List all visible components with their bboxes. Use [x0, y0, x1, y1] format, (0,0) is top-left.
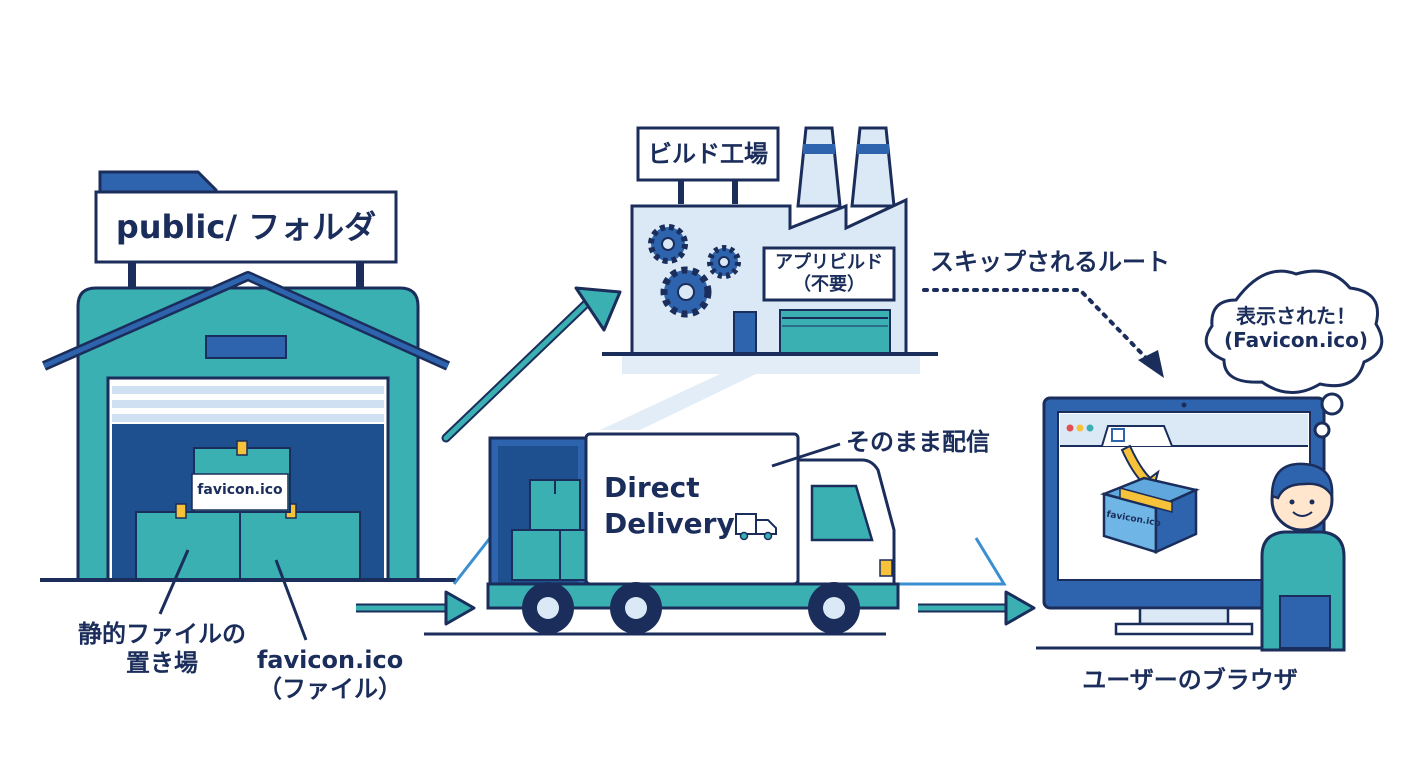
gear-icon	[648, 224, 688, 264]
window-minimize-icon	[1076, 424, 1084, 432]
factory-panel-line1: アプリビルド	[775, 252, 883, 273]
factory-sign-board	[636, 126, 780, 182]
thought-bubble	[1204, 269, 1384, 439]
direct-delivery-text: Direct Delivery	[604, 470, 735, 543]
window-maximize-icon	[1086, 424, 1094, 432]
favicon-box-label: favicon.ico	[197, 482, 283, 498]
chimney	[850, 126, 896, 208]
favicon-box-label-bg	[191, 473, 289, 511]
warehouse-sign: public/ フォルダ	[115, 208, 377, 246]
truck-window	[810, 484, 874, 542]
factory-sign: ビルド工場	[648, 140, 768, 168]
direct-delivery-callout: そのまま配信	[846, 428, 990, 456]
warehouse-vent	[205, 335, 287, 359]
chimney	[796, 126, 842, 208]
person-hair	[1270, 462, 1334, 501]
mini-truck-icon	[735, 513, 777, 541]
factory-panel	[762, 246, 896, 302]
thought-bubble-cloud	[1204, 269, 1384, 394]
user-person	[1260, 462, 1346, 652]
box	[135, 511, 241, 581]
sign-post	[128, 262, 136, 288]
favicon-file-caption: favicon.ico （ファイル）	[250, 646, 410, 704]
favicon-tab-icon	[1111, 428, 1125, 442]
arrow-head-icon	[574, 286, 622, 332]
callout-line	[771, 442, 841, 468]
gear-icon	[660, 266, 712, 318]
factory-panel-line2: （不要）	[793, 273, 865, 295]
factory-panel-text: アプリビルド （不要）	[764, 252, 894, 295]
monitor-base	[1114, 622, 1254, 636]
arrow-head-icon	[444, 590, 476, 626]
direct-delivery-line1: Direct	[604, 471, 700, 504]
pointer-line	[274, 559, 308, 641]
gear-icon	[707, 245, 741, 279]
direct-delivery-line2: Delivery	[604, 507, 735, 541]
factory-shutter	[779, 309, 891, 355]
favicon-file-caption-line2: （ファイル）	[258, 674, 402, 703]
browser-caption: ユーザーのブラウザ	[1082, 666, 1298, 694]
window-close-icon	[1066, 424, 1074, 432]
monitor	[1036, 396, 1344, 650]
warehouse	[40, 170, 456, 641]
arrow-head-icon	[1004, 590, 1036, 626]
static-files-caption: 静的ファイルの 置き場	[62, 620, 262, 678]
truck	[424, 432, 900, 636]
arrow-to-factory	[443, 297, 593, 441]
flow-arrows	[356, 286, 1164, 626]
box	[239, 511, 361, 581]
static-files-caption-line2: 置き場	[126, 648, 198, 677]
factory	[600, 126, 938, 430]
thought-line2: (Favicon.ico)	[1223, 328, 1369, 352]
static-files-caption-line1: 静的ファイルの	[78, 620, 246, 648]
thought-text: 表示された！ (Favicon.ico)	[1206, 304, 1386, 352]
monitor-stand	[1138, 606, 1230, 626]
arrow-head-icon	[1138, 350, 1164, 378]
box	[511, 529, 561, 581]
thought-line1: 表示された！	[1236, 304, 1356, 328]
skip-route-label: スキップされるルート	[930, 248, 1170, 276]
favicon-file-caption-line1: favicon.ico	[256, 646, 404, 674]
skip-route-dotted-arrow	[922, 288, 1152, 364]
warehouse-sign-board	[94, 190, 398, 264]
factory-door	[733, 311, 757, 355]
sign-post	[356, 262, 364, 288]
